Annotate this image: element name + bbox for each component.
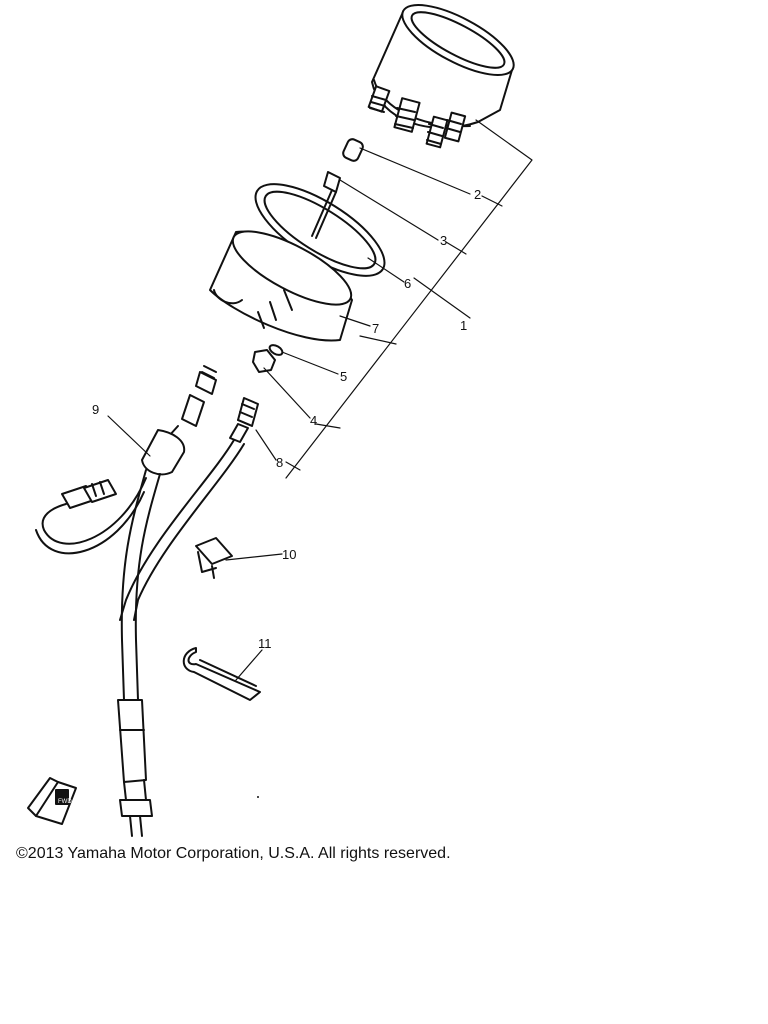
label-part-9: 9 [92,402,99,417]
bulb [342,138,364,162]
label-part-5: 5 [340,369,347,384]
meter-case [209,230,353,342]
tachometer-cable [119,397,259,621]
label-part-4: 4 [310,413,317,428]
cable-clamp [195,537,233,579]
washer [268,344,284,356]
nut [252,349,276,373]
label-part-2: 2 [474,187,481,202]
meter-cable [35,365,217,837]
copyright-notice: ©2013 Yamaha Motor Corporation, U.S.A. A… [16,845,451,862]
label-part-10: 10 [282,547,296,562]
label-part-11: 11 [258,636,272,651]
label-part-8: 8 [276,455,283,470]
clip-band [182,647,261,701]
label-part-3: 3 [440,233,447,248]
label-part-6: 6 [404,276,411,291]
meter-housing [367,4,515,149]
fwd-arrow-icon [27,777,77,825]
label-part-7: 7 [372,321,379,336]
fwd-label: FWD [58,799,72,805]
label-part-1: 1 [460,318,467,333]
leader-lines [107,119,533,681]
socket-cord [311,171,341,239]
